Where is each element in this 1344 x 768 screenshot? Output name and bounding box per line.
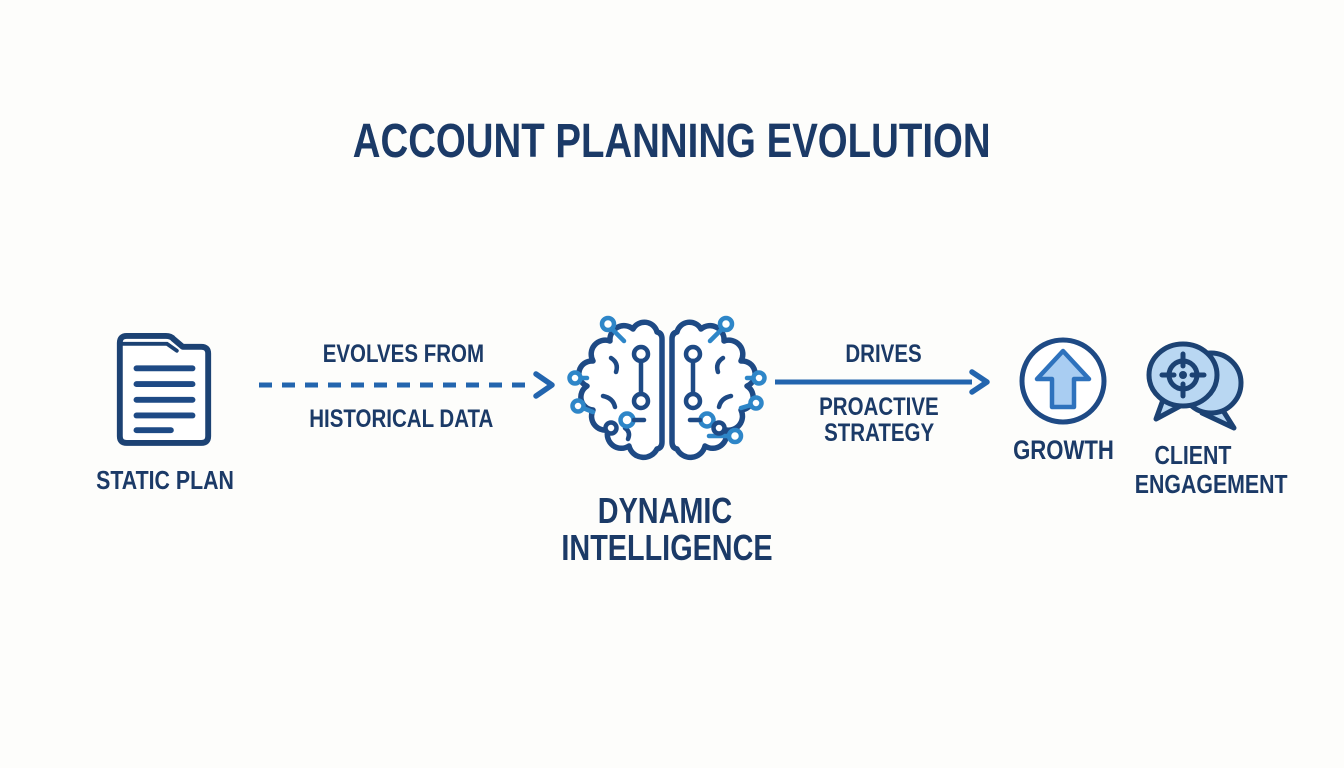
client-label-line1: CLIENT <box>1154 440 1232 470</box>
dynamic-label-line1: DYNAMIC <box>597 490 733 531</box>
growth-label-text: GROWTH <box>1013 435 1114 465</box>
dashed-arrow-icon <box>256 371 558 399</box>
client-engagement-label: CLIENT ENGAGEMENT <box>1118 440 1288 499</box>
growth-label: GROWTH <box>1002 436 1122 465</box>
speech-bubbles-target-icon <box>1142 333 1248 437</box>
page-title-text: ACCOUNT PLANNING EVOLUTION <box>353 115 991 168</box>
client-label-line2: ENGAGEMENT <box>1134 469 1288 499</box>
circuit-brain-icon <box>566 308 768 468</box>
drives-label: DRIVES <box>794 341 974 368</box>
proactive-label-line1: PROACTIVE <box>819 393 939 421</box>
growth-arrow-icon <box>1017 335 1109 427</box>
evolves-from-label-text: EVOLVES FROM <box>322 340 484 368</box>
evolves-from-label: EVOLVES FROM <box>283 341 523 368</box>
solid-arrow-icon <box>772 368 994 396</box>
proactive-label-line2: STRATEGY <box>823 419 935 447</box>
page-title: ACCOUNT PLANNING EVOLUTION <box>0 117 1344 167</box>
dynamic-label-line2: INTELLIGENCE <box>561 527 773 568</box>
static-plan-label: STATIC PLAN <box>60 466 270 495</box>
drives-label-text: DRIVES <box>845 340 923 368</box>
historical-data-label-text: HISTORICAL DATA <box>308 405 494 433</box>
proactive-strategy-label: PROACTIVE STRATEGY <box>789 394 969 446</box>
document-icon <box>110 326 218 450</box>
historical-data-label: HISTORICAL DATA <box>281 406 521 433</box>
static-plan-label-text: STATIC PLAN <box>96 465 234 495</box>
dynamic-intelligence-label: DYNAMIC INTELLIGENCE <box>535 492 795 566</box>
